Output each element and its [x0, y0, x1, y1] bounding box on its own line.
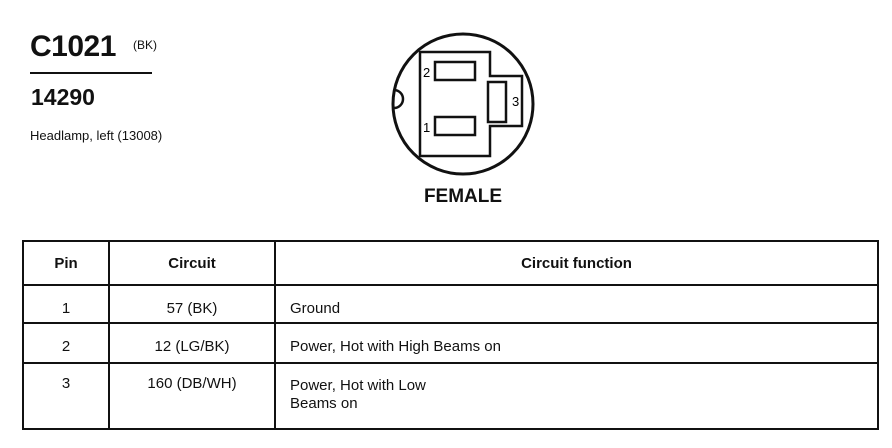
- connector-color-code: (BK): [133, 38, 157, 52]
- connector-lock-notch: [393, 88, 405, 110]
- cell-circuit: 160 (DB/WH): [108, 362, 276, 430]
- connector-face-diagram: 2 1 3: [391, 32, 535, 176]
- cell-function: Power, Hot with High Beams on: [274, 322, 879, 364]
- circuit-value: 57 (BK): [166, 300, 218, 317]
- cell-function: Ground: [274, 284, 879, 324]
- circuit-value: 12 (LG/BK): [154, 338, 230, 355]
- cell-pin: 2: [22, 322, 110, 364]
- header-circuit-function: Circuit function: [274, 240, 879, 286]
- header-pin: Pin: [22, 240, 110, 286]
- terminal-2-label: 2: [423, 65, 430, 80]
- connector-outline: [391, 32, 535, 176]
- table-row: 3 160 (DB/WH) Power, Hot with Low Beams …: [22, 362, 879, 430]
- pin-value: 3: [61, 375, 71, 392]
- connector-part-number: 14290: [31, 84, 95, 110]
- pin-value: 1: [61, 300, 71, 317]
- terminal-1: [433, 115, 477, 137]
- connector-housing: [418, 50, 524, 158]
- cell-function: Power, Hot with Low Beams on: [274, 362, 879, 430]
- function-value: Power, Hot with High Beams on: [290, 338, 501, 355]
- table-row: 2 12 (LG/BK) Power, Hot with High Beams …: [22, 322, 879, 364]
- function-line-1: Power, Hot with Low: [290, 377, 426, 394]
- function-value: Ground: [290, 300, 341, 317]
- function-line-2: Beams on: [290, 395, 358, 412]
- cell-circuit: 57 (BK): [108, 284, 276, 324]
- terminal-3: [486, 80, 508, 124]
- header-circuit: Circuit: [108, 240, 276, 286]
- table-row: 1 57 (BK) Ground: [22, 284, 879, 324]
- connector-id: C1021: [30, 30, 116, 63]
- pin-table: Pin Circuit Circuit function 1 57 (BK) G…: [22, 240, 879, 430]
- pin-table-header: Pin Circuit Circuit function: [22, 240, 879, 286]
- terminal-2: [433, 60, 477, 82]
- cell-circuit: 12 (LG/BK): [108, 322, 276, 364]
- pin-value: 2: [61, 338, 71, 355]
- cell-pin: 1: [22, 284, 110, 324]
- cell-pin: 3: [22, 362, 110, 430]
- connector-description: Headlamp, left (13008): [30, 128, 163, 143]
- connector-view-label: FEMALE: [423, 186, 503, 207]
- title-underline: [30, 72, 152, 74]
- terminal-1-label: 1: [423, 120, 430, 135]
- terminal-3-label: 3: [512, 94, 519, 109]
- function-value: Power, Hot with Low Beams on: [290, 364, 877, 413]
- circuit-value: 160 (DB/WH): [147, 375, 237, 392]
